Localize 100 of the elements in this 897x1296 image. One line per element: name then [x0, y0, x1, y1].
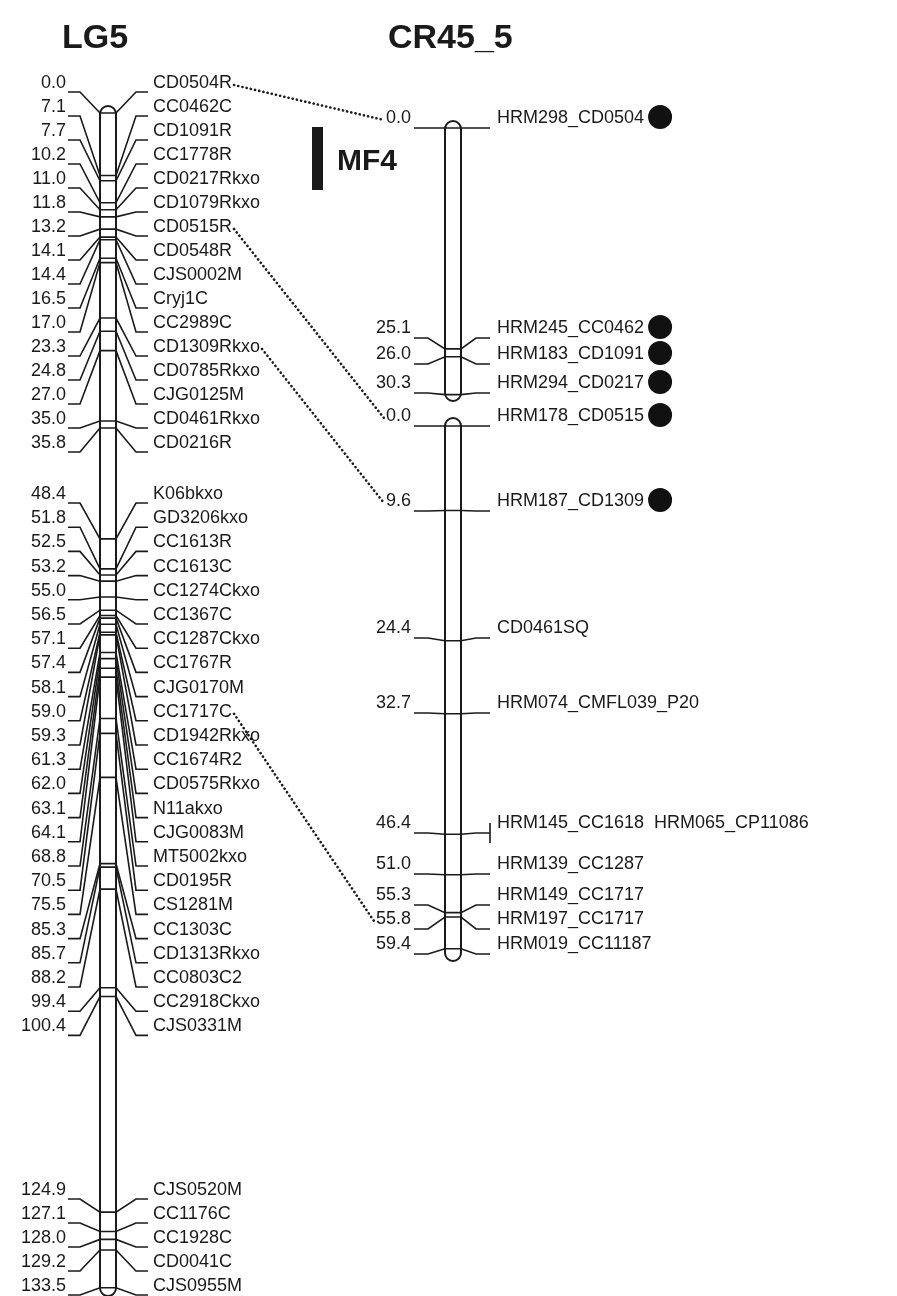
marker-name: CD1309Rkxo	[153, 335, 261, 357]
marker-name: CD0461SQ	[497, 616, 590, 638]
map-position: 63.1	[30, 796, 66, 819]
map-position: 9.6	[385, 489, 411, 511]
map-position: 11.0	[32, 167, 66, 189]
map-title: LG5	[62, 17, 129, 55]
map-title: CR45_5	[388, 17, 513, 55]
map-position: 128.0	[20, 1226, 66, 1248]
map-position: 32.7	[375, 691, 411, 713]
marker-name: MT5002kxo	[153, 845, 248, 867]
marker-name: HRM183_CD1091	[497, 342, 645, 364]
map-position: 59.0	[30, 699, 66, 722]
map-position: 62.0	[30, 772, 66, 795]
marker-name: CC1613R	[153, 530, 233, 553]
marker-name: CD1079Rkxo	[153, 191, 261, 213]
map-position: 52.5	[30, 530, 66, 553]
map-position: 99.4	[30, 990, 66, 1013]
marker-name: CJS0520M	[153, 1178, 243, 1200]
marker-name: CJS0955M	[153, 1274, 243, 1296]
map-position: 0.0	[385, 106, 411, 128]
marker-name: CD0504R	[153, 71, 233, 93]
map-position: 25.1	[375, 316, 411, 338]
dotted-line	[232, 712, 376, 923]
map-position: 55.8	[375, 907, 411, 929]
map-position: 127.1	[20, 1202, 66, 1224]
marker-name: CC1613C	[153, 554, 233, 577]
map-position: 100.4	[20, 1014, 66, 1037]
marker-name: CC1717C	[153, 699, 233, 722]
marker-name: HRM178_CD0515	[497, 404, 645, 426]
marker-name: HRM074_CMFL039_P20	[497, 691, 700, 713]
marker-name: CC1176C	[153, 1202, 231, 1224]
map-position: 14.1	[30, 239, 66, 261]
marker-name: CD0548R	[153, 239, 233, 261]
map-position: 35.8	[30, 431, 66, 453]
map-position: 51.0	[375, 852, 411, 874]
map-position: 16.5	[30, 287, 66, 309]
marker-name: HRM294_CD0217	[497, 371, 645, 393]
marker-name: HRM298_CD0504	[497, 106, 645, 128]
marker-name: Cryj1C	[153, 287, 208, 309]
marker-name: CC0462C	[153, 95, 233, 117]
map-position: 14.4	[30, 263, 66, 285]
marker-name: CC1674R2	[153, 748, 243, 771]
map-position: 0.0	[385, 404, 411, 426]
marker-name: CJS0002M	[153, 263, 243, 285]
marker-name: CC2918Ckxo	[153, 990, 261, 1013]
map-position: 55.0	[30, 578, 66, 601]
map-position: 51.8	[30, 506, 66, 529]
marker-name: GD3206kxo	[153, 506, 249, 529]
map-position: 24.8	[30, 359, 66, 381]
marker-name: HRM139_CC1287	[497, 852, 645, 874]
marker-name: CJG0125M	[153, 383, 245, 405]
map-position: 59.3	[30, 724, 66, 746]
map-position: 68.8	[30, 845, 66, 867]
map-position: 11.8	[32, 191, 66, 213]
marker-name: CC1287Ckxo	[153, 627, 261, 650]
map-position: 59.4	[375, 932, 411, 954]
map-position: 55.3	[375, 883, 411, 905]
map-position: 10.2	[30, 143, 66, 165]
map-position: 70.5	[30, 869, 66, 892]
map-position: 58.1	[30, 675, 66, 698]
map-position: 133.5	[20, 1274, 66, 1296]
map-position: 0.0	[40, 71, 66, 93]
marker-name: CD1313Rkxo	[153, 941, 261, 964]
marker-name: CD1942Rkxo	[153, 724, 261, 746]
map-position: 56.5	[30, 603, 66, 625]
marker-name: CC1767R	[153, 651, 233, 674]
marker-name: CD1091R	[153, 119, 233, 141]
map-position: 24.4	[375, 616, 411, 638]
dotted-line	[260, 347, 386, 505]
marker-name: CJG0170M	[153, 675, 245, 698]
map-position: 13.2	[30, 215, 66, 237]
map-position: 17.0	[30, 311, 66, 333]
dotted-line	[232, 227, 386, 420]
marker-name: CC0803C2	[153, 966, 243, 988]
marker-name: CC1274Ckxo	[153, 578, 261, 601]
marker-name: CC1778R	[153, 143, 233, 165]
marker-name: CS1281M	[153, 893, 234, 916]
map-position: 48.4	[30, 482, 66, 504]
marker-name: CD0575Rkxo	[153, 772, 261, 795]
marker-name: CD0041C	[153, 1250, 233, 1272]
marker-name: HRM065_CP11086	[654, 811, 809, 833]
marker-name: CD0515R	[153, 215, 233, 237]
map-position: 46.4	[375, 811, 411, 833]
marker-name: CC1928C	[153, 1226, 233, 1248]
map-position: 124.9	[20, 1178, 66, 1200]
map-position: 85.7	[30, 941, 66, 964]
marker-name: HRM019_CC11187	[497, 932, 652, 954]
marker-name: CC1303C	[153, 917, 233, 940]
map-position: 35.0	[30, 407, 66, 429]
marker-name: N11akxo	[153, 796, 223, 819]
map-position: 30.3	[375, 371, 411, 393]
map-position: 88.2	[30, 966, 66, 988]
marker-name: CD0217Rkxo	[153, 167, 261, 189]
map-position: 7.1	[40, 95, 66, 117]
marker-name: HRM145_CC1618	[497, 811, 645, 833]
map-position: 129.2	[20, 1250, 66, 1272]
region-label: MF4	[337, 143, 397, 177]
map-position: 26.0	[375, 342, 411, 364]
map-position: 7.7	[40, 119, 66, 141]
map-position: 64.1	[30, 820, 66, 843]
